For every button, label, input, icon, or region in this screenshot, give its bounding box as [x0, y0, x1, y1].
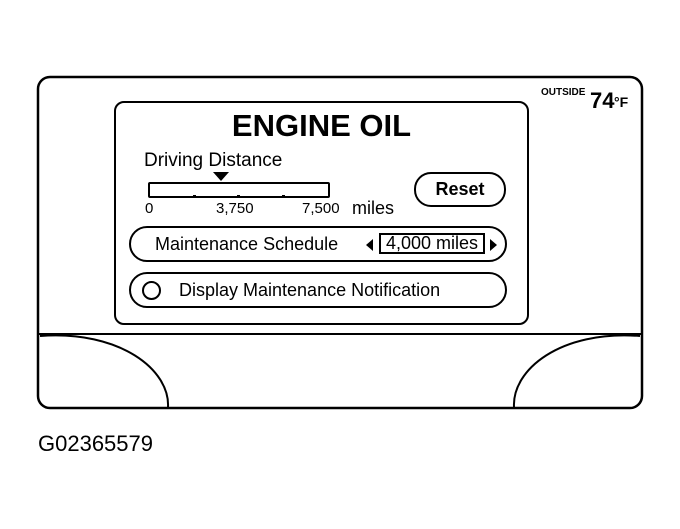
- driving-distance-label: Driving Distance: [144, 150, 283, 171]
- maintenance-notification-row[interactable]: Display Maintenance Notification: [129, 272, 507, 308]
- outside-temperature: 74: [590, 88, 615, 113]
- screen-title: ENGINE OIL: [231, 108, 412, 143]
- figure-id: G02365579: [38, 431, 153, 456]
- decrease-arrow-icon[interactable]: [366, 239, 373, 251]
- outside-label: OUTSIDE: [541, 87, 586, 98]
- scale-max-label: 7,500: [302, 200, 340, 217]
- gauge-tick: [193, 195, 196, 198]
- scale-min-label: 0: [145, 200, 154, 217]
- outside-temperature-unit: °F: [614, 94, 629, 110]
- driving-distance-gauge: [148, 182, 330, 198]
- scale-unit-label: miles: [352, 198, 395, 218]
- increase-arrow-icon[interactable]: [490, 239, 497, 251]
- engine-oil-screen: ENGINE OIL Driving Distance 0 3,750 7,50…: [114, 101, 529, 325]
- maintenance-notification-label: Display Maintenance Notification: [179, 280, 441, 300]
- reset-button[interactable]: Reset: [414, 172, 506, 207]
- maintenance-schedule-value[interactable]: 4,000 miles: [379, 233, 485, 254]
- maintenance-schedule-label: Maintenance Schedule: [155, 234, 339, 254]
- scale-mid-label: 3,750: [216, 200, 254, 217]
- notification-radio[interactable]: [142, 281, 161, 300]
- maintenance-schedule-row[interactable]: Maintenance Schedule 4,000 miles: [129, 226, 507, 262]
- gauge-tick: [237, 195, 240, 198]
- distance-marker-icon: [213, 172, 230, 181]
- gauge-tick: [282, 195, 285, 198]
